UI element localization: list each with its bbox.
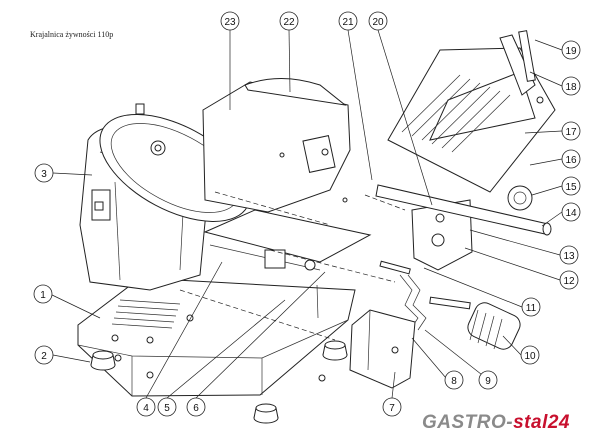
diagram-title: Krajalnica żywności 110p [30, 30, 114, 39]
callout-4: 4 [136, 397, 156, 417]
callouts: 1 2 3 4 5 6 7 8 9 10 11 12 13 14 15 16 1… [33, 11, 581, 417]
callout-label-15: 15 [565, 182, 577, 193]
callout-16: 16 [561, 149, 581, 169]
callout-label-22: 22 [283, 17, 295, 28]
callout-label-5: 5 [164, 403, 170, 414]
callout-20: 20 [368, 11, 388, 31]
callout-17: 17 [561, 121, 581, 141]
callout-label-1: 1 [40, 290, 46, 301]
callout-label-2: 2 [41, 351, 47, 362]
callout-6: 6 [186, 397, 206, 417]
callout-label-20: 20 [372, 17, 384, 28]
callout-23: 23 [220, 11, 240, 31]
locking-knob [507, 185, 533, 211]
callout-2: 2 [34, 345, 54, 365]
callout-label-18: 18 [565, 82, 577, 93]
callout-label-23: 23 [224, 17, 236, 28]
cover-plate [202, 78, 351, 213]
callout-label-19: 19 [565, 46, 577, 57]
brand-logo: GASTRO-stal24 [422, 412, 570, 434]
callout-18: 18 [561, 76, 581, 96]
carriage-arm [375, 184, 552, 271]
callout-10: 10 [520, 345, 540, 365]
callout-label-14: 14 [565, 208, 577, 219]
callout-label-16: 16 [565, 155, 577, 166]
callout-label-11: 11 [526, 303, 537, 314]
callout-label-12: 12 [563, 276, 575, 287]
callout-9: 9 [478, 370, 498, 390]
callout-7: 7 [382, 397, 402, 417]
callout-11: 11 [521, 297, 541, 317]
callout-21: 21 [338, 11, 358, 31]
assembly-lines [179, 191, 406, 341]
callout-14: 14 [561, 202, 581, 222]
callout-label-7: 7 [389, 403, 395, 414]
callout-5: 5 [157, 397, 177, 417]
callout-label-17: 17 [565, 127, 577, 138]
callout-label-9: 9 [485, 376, 491, 387]
callout-22: 22 [279, 11, 299, 31]
callout-label-10: 10 [524, 351, 536, 362]
callout-label-8: 8 [451, 376, 457, 387]
logo-text-grey: GASTRO- [422, 412, 514, 433]
callout-15: 15 [561, 176, 581, 196]
callout-label-13: 13 [563, 251, 575, 262]
callout-3: 3 [34, 163, 54, 183]
carriage-rail [203, 209, 372, 319]
callout-13: 13 [559, 245, 579, 265]
callout-label-3: 3 [41, 169, 47, 180]
callout-19: 19 [561, 40, 581, 60]
leader-lines [49, 29, 563, 399]
thickness-knob [467, 302, 521, 350]
callout-label-21: 21 [342, 17, 354, 28]
callout-12: 12 [559, 270, 579, 290]
callout-1: 1 [33, 284, 53, 304]
rubber-feet [90, 340, 348, 424]
callout-label-6: 6 [193, 403, 199, 414]
logo-text-red: stal24 [513, 412, 570, 433]
callout-label-4: 4 [143, 403, 149, 414]
carriage-table [387, 30, 556, 193]
callout-8: 8 [444, 370, 464, 390]
motor-cover [349, 309, 416, 389]
